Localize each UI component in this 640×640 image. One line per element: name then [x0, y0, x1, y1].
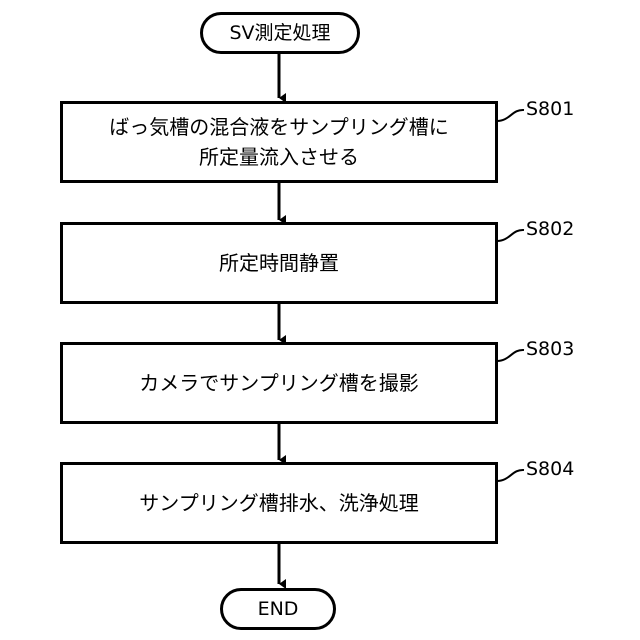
start-terminal-label: SV測定処理: [229, 24, 330, 43]
process-box-s802: 所定時間静置: [60, 222, 498, 304]
process-box-s803: カメラでサンプリング槽を撮影: [60, 342, 498, 424]
step-label-s804: S804: [526, 460, 574, 479]
process-box-s804: サンプリング槽排水、洗浄処理: [60, 462, 498, 544]
process-text-s802: 所定時間静置: [219, 248, 339, 278]
step-label-s802: S802: [526, 220, 574, 239]
process-text-s804: サンプリング槽排水、洗浄処理: [139, 488, 418, 518]
leader-s801: [497, 110, 524, 121]
end-terminal: END: [220, 588, 336, 630]
leader-s804: [497, 470, 524, 481]
leader-s802: [497, 230, 524, 241]
end-terminal-label: END: [258, 600, 299, 619]
step-label-s803: S803: [526, 340, 574, 359]
start-terminal: SV測定処理: [200, 12, 360, 54]
step-label-s801: S801: [526, 100, 574, 119]
process-box-s801: ばっ気槽の混合液をサンプリング槽に 所定量流入させる: [60, 101, 498, 183]
leader-s803: [497, 350, 524, 361]
process-text-s803: カメラでサンプリング槽を撮影: [139, 368, 418, 398]
process-text-s801: ばっ気槽の混合液をサンプリング槽に 所定量流入させる: [109, 112, 448, 172]
